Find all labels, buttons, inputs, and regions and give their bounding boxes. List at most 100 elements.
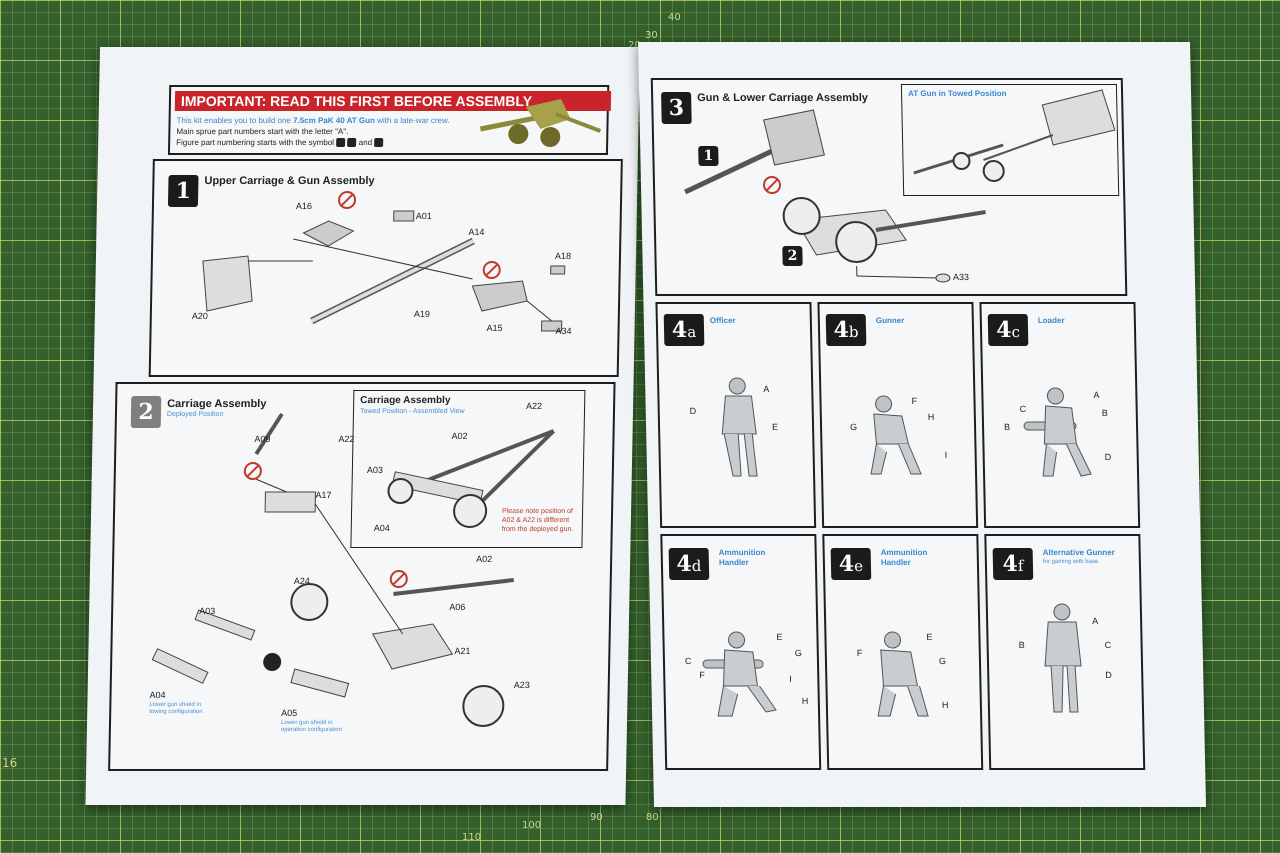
symbol-icon (374, 138, 384, 148)
part-label: A09 (254, 434, 271, 444)
part-label: A (763, 384, 770, 394)
mat-number: 100 (522, 820, 542, 831)
mat-number: 80 (646, 812, 659, 823)
note-line: towing configuration (149, 709, 203, 715)
part-label: I (789, 674, 792, 684)
part-label: B (1003, 422, 1011, 432)
part-label: C (1019, 404, 1027, 414)
part-label: G (938, 656, 947, 666)
alternative-gunner-figure (1044, 603, 1082, 713)
important-box: IMPORTANT: READ THIS FIRST BEFORE ASSEMB… (167, 85, 612, 155)
note-line: Lower gun shield in (149, 702, 202, 708)
part-label: D (1105, 670, 1112, 680)
note-line: Lower gun shield in (280, 720, 333, 726)
no-glue-icon (762, 176, 782, 194)
left-page: IMPORTANT: READ THIS FIRST BEFORE ASSEMB… (85, 47, 640, 805)
mat-number: 30 (645, 30, 658, 41)
part-label: C (684, 656, 692, 666)
officer-figure (721, 377, 758, 477)
part-label: I (944, 450, 948, 460)
part-label: G (794, 648, 802, 658)
sprue-line: Main sprue part numbers start with the l… (176, 127, 349, 136)
pak40-gun-illustration (479, 99, 602, 147)
mat-number: 40 (668, 12, 681, 23)
part-label: A21 (454, 646, 471, 656)
ammo-handler-crouching-figure (877, 631, 929, 717)
part-label: A01 (415, 211, 432, 221)
part-label: H (927, 412, 935, 422)
part-label: E (776, 632, 783, 642)
lower-carriage-diagram (684, 109, 986, 283)
instruction-booklet: IMPORTANT: READ THIS FIRST BEFORE ASSEMB… (85, 42, 1207, 807)
part-label: D (1104, 452, 1112, 462)
part-label: A15 (486, 323, 503, 333)
part-label: B (1018, 640, 1025, 650)
figure-line: Figure part numbering starts with the sy… (176, 137, 476, 148)
part-label: A04 (149, 690, 166, 700)
figure-line-text: Figure part numbering starts with the sy… (176, 138, 335, 147)
part-label: E (926, 632, 933, 642)
gun-name: 7.5cm PaK 40 AT Gun (293, 116, 376, 125)
part-label: A23 (513, 680, 530, 690)
figure-panel-4f: 4f Alternative Gunner for gaming with ba… (984, 534, 1146, 770)
part-label: H (941, 700, 949, 710)
symbol-icon (347, 138, 357, 148)
figure-panel-4b: 4b Gunner F G H I (817, 302, 979, 528)
towed-position-inset: AT Gun in Towed Position (900, 84, 1120, 196)
mat-number: 16 (2, 756, 18, 770)
intro-pre: This kit enables you to build one (176, 116, 294, 125)
part-label: A24 (293, 576, 310, 586)
step-2-panel: 2 Carriage Assembly Deployed Position Ca… (108, 382, 616, 771)
part-label: A34 (555, 326, 572, 336)
part-label: F (699, 670, 705, 680)
mat-number: 110 (462, 832, 482, 843)
a04-note: Lower gun shield in towing configuration (149, 702, 203, 716)
part-label: B (1101, 408, 1108, 418)
loader-figure (1023, 387, 1092, 477)
gunner-figure (870, 395, 922, 475)
towed-gun-illustration (913, 89, 1116, 182)
towed-carriage-diagram (387, 429, 556, 528)
part-label: A17 (315, 490, 332, 500)
step-3-panel: 3 Gun & Lower Carriage Assembly 1 2 A33 … (650, 78, 1128, 296)
part-label: A (1093, 390, 1100, 400)
intro-line: This kit enables you to build one 7.5cm … (176, 115, 476, 126)
part-label: A16 (295, 201, 313, 211)
important-text: This kit enables you to build one 7.5cm … (176, 115, 477, 148)
a05-note: Lower gun shield in operation configurat… (281, 720, 342, 734)
part-label: A19 (413, 309, 430, 319)
figure-panel-4c: 4c Loader A C B B D (979, 302, 1141, 528)
part-label: A14 (468, 227, 485, 237)
part-label: A33 (952, 272, 970, 282)
carriage-diagram (151, 412, 514, 727)
right-page: 3 Gun & Lower Carriage Assembly 1 2 A33 … (638, 42, 1207, 807)
step-1-panel: 1 Upper Carriage & Gun Assembly A16 A01 … (148, 159, 623, 377)
mat-number: 20 (628, 40, 641, 51)
symbol-icon (336, 138, 346, 148)
mat-number: 90 (590, 812, 603, 823)
intro-post: with a late-war crew. (374, 116, 450, 125)
figure-panel-4a: 4a Officer A D E (655, 302, 817, 528)
ammo-handler-kneeling-figure (702, 631, 777, 717)
part-label: A02 (476, 554, 493, 564)
and-text: and (358, 138, 373, 147)
part-label: H (801, 696, 809, 706)
part-label: A06 (449, 602, 466, 612)
part-label: A05 (281, 708, 298, 718)
part-label: G (849, 422, 858, 432)
upper-carriage-diagram (202, 210, 566, 332)
part-label: F (856, 648, 863, 658)
part-label: D (689, 406, 697, 416)
figure-panel-4e: 4e Ammunition Handler E F G H (822, 534, 984, 770)
part-label: A (1092, 616, 1099, 626)
figure-panel-4d: 4d Ammunition Handler E G C F I H (660, 534, 822, 770)
note-line: operation configuration (280, 727, 342, 733)
part-label: A18 (554, 251, 572, 261)
part-label: A03 (199, 606, 216, 616)
part-label: C (1104, 640, 1112, 650)
part-label: F (911, 396, 918, 406)
part-label: E (771, 422, 779, 432)
towed-inset: Carriage Assembly Towed Position - Assem… (350, 390, 586, 548)
part-label: A22 (338, 434, 355, 444)
part-label: A20 (191, 311, 208, 321)
